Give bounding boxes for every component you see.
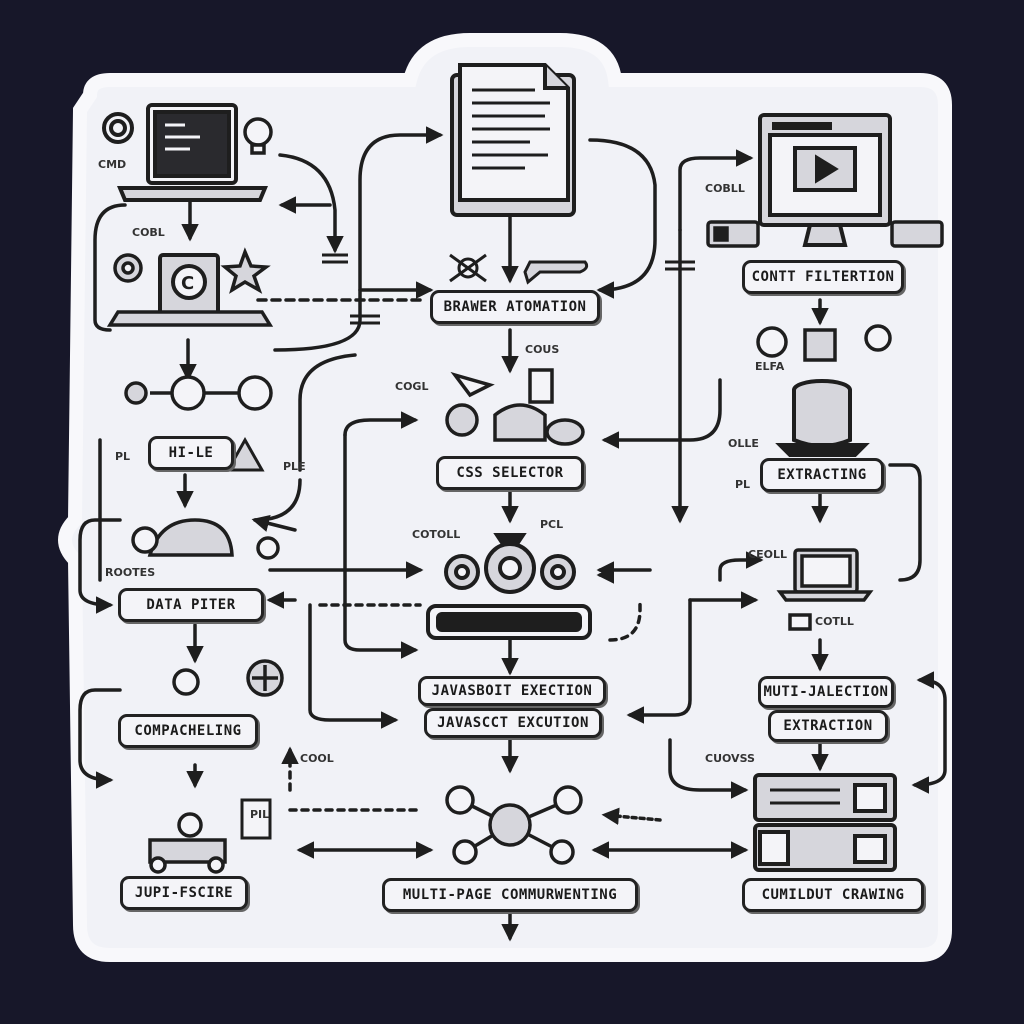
note-rootes: ROOTES <box>105 566 156 579</box>
label-compacheling: COMPACHELING <box>118 714 258 748</box>
robot-icon <box>148 812 227 874</box>
laptop-icon <box>117 103 268 202</box>
connector-arrows <box>78 126 947 942</box>
note-coral: COBL <box>132 226 165 239</box>
note-pil: PIL <box>250 808 270 821</box>
connector-breaks <box>322 253 695 325</box>
label-multi-page: MULTI-PAGE COMMURWENTING <box>382 878 638 912</box>
label-jupi-fscire: JUPI-FSCIRE <box>120 876 248 910</box>
svg-text:C: C <box>181 273 194 294</box>
gauge-icon <box>172 659 284 697</box>
note-cmd: CMD <box>98 158 127 171</box>
document-icon <box>450 63 576 217</box>
network-icon <box>445 785 583 865</box>
container-icon <box>775 379 870 457</box>
progress-bar-icon <box>426 604 592 640</box>
note-pl2: PL <box>735 478 751 491</box>
label-css-selector: CSS SELECTOR <box>436 456 584 490</box>
turtle-icon <box>131 518 280 560</box>
gears-icon <box>444 533 576 594</box>
gear-icon <box>113 253 143 283</box>
label-multi-selection: MUTI-JALECTION <box>758 676 894 708</box>
small-laptop-icon <box>776 548 874 631</box>
toggle-panel-icon <box>706 220 944 248</box>
file-icon <box>240 798 272 840</box>
label-html-node: HI-LE <box>148 436 234 470</box>
note-elfa: ELFA <box>755 360 785 373</box>
label-javascript-execution-1: JAVASBOIT EXECTION <box>418 676 606 706</box>
platform-icon <box>106 310 274 327</box>
note-pcl: PCL <box>540 518 564 531</box>
label-extraction: EXTRACTION <box>768 710 888 742</box>
note-ceoll: CEOLL <box>748 548 787 561</box>
plane-icon <box>523 260 589 285</box>
label-content-filtration: CONTT FILTERTION <box>742 260 904 294</box>
note-ollie: OLLE <box>728 437 759 450</box>
label-javascript-execution-2: JAVASCCT EXCUTION <box>424 708 602 738</box>
head-icon <box>756 324 892 362</box>
label-cumildut-crawing: CUMILDUT CRAWING <box>742 878 924 912</box>
target-icon <box>102 112 134 144</box>
warning-icon <box>225 436 265 472</box>
note-pl1: PL <box>115 450 131 463</box>
card-background <box>58 33 952 962</box>
note-ple: PLE <box>283 460 306 473</box>
note-cobll: COBLL <box>705 182 745 195</box>
note-cotll: COTLL <box>815 615 854 628</box>
note-codl: COOL <box>300 752 334 765</box>
note-cous: COUS <box>525 343 560 356</box>
label-browser-automation: BRAWER ATOMATION <box>430 290 600 324</box>
label-data-piter: DATA PITER <box>118 588 264 622</box>
node-chain-icon <box>124 375 273 411</box>
note-cotoll: COTOLL <box>412 528 461 541</box>
star-icon <box>220 247 271 294</box>
server-panel-icon <box>753 773 897 872</box>
lightbulb-icon <box>243 117 273 155</box>
note-cuovss: CUOVSS <box>705 752 755 765</box>
spider-icon <box>449 253 487 283</box>
label-extracting: EXTRACTING <box>760 458 884 492</box>
monitor-icon <box>758 113 892 247</box>
coin-box-icon: C <box>158 253 220 319</box>
selector-cluster-icon <box>445 368 585 446</box>
note-cogl: COGL <box>395 380 429 393</box>
